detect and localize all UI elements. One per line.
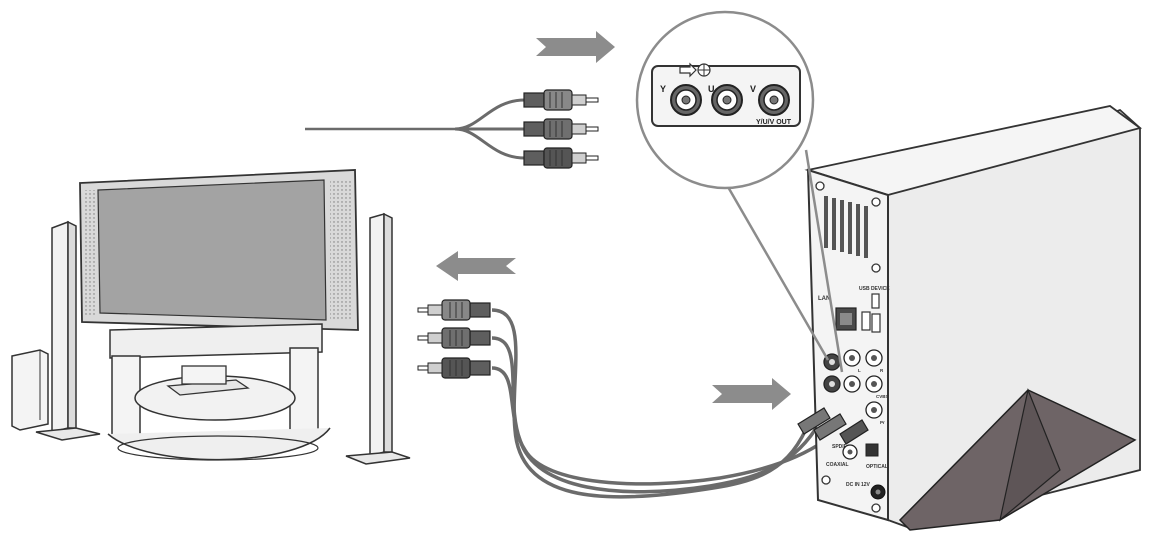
spdif-label: SPDIF <box>832 444 847 450</box>
optical-label: OPTICAL <box>866 464 888 470</box>
cvbs-label: CVBS <box>876 394 889 399</box>
tv-stand <box>107 323 331 461</box>
component-cable-top <box>305 89 599 169</box>
jack-label-u: U <box>708 84 715 94</box>
speaker-left <box>35 220 101 441</box>
jack-label-v: V <box>750 84 756 94</box>
usb-device-label: USB DEVICE <box>859 286 890 292</box>
usb-host-port-2[interactable] <box>871 313 881 333</box>
pr-label: Pr <box>880 420 885 425</box>
output-arrow-icon <box>679 62 697 78</box>
speaker-right <box>345 212 411 465</box>
zoom-jack-y[interactable] <box>670 84 702 116</box>
arrow-right-bottom <box>712 378 791 410</box>
tv-set <box>11 169 411 465</box>
tv-screen <box>97 179 327 321</box>
zoom-jack-u[interactable] <box>711 84 743 116</box>
usb-device-port[interactable] <box>871 293 880 309</box>
rca-plug-bottom-1 <box>417 299 491 321</box>
rca-plug-top-3 <box>523 147 599 169</box>
optical-port[interactable] <box>865 443 879 457</box>
subwoofer <box>11 349 49 431</box>
rca-plug-bottom-3 <box>417 357 491 379</box>
yuv-out-label: Y/U/V OUT <box>756 119 792 126</box>
rear-rca-jacks: L R CVBS Pr <box>823 349 889 425</box>
lan-label: LAN <box>818 296 830 302</box>
component-cable-bottom <box>417 299 852 499</box>
power-label: DC IN 12V <box>846 482 871 488</box>
inserted-plugs <box>797 407 869 445</box>
rca-plug-top-1 <box>523 89 599 111</box>
arrow-right-top <box>536 31 615 63</box>
aud-l-label: L <box>858 368 861 373</box>
usb-host-port-1[interactable] <box>861 311 871 331</box>
rca-plug-bottom-2 <box>417 327 491 349</box>
arrow-left-middle <box>436 251 516 281</box>
zoom-callout: Y U V Y/U/V OUT <box>635 10 844 373</box>
zoom-jack-v[interactable] <box>758 84 790 116</box>
jack-label-y: Y <box>660 84 666 94</box>
rca-plug-top-2 <box>523 118 599 140</box>
aud-r-label: R <box>880 368 884 373</box>
vent-grille <box>824 196 868 258</box>
coaxial-label: COAXIAL <box>826 462 849 468</box>
media-player: USB DEVICE LAN L R CVBS Pr <box>797 105 1143 531</box>
